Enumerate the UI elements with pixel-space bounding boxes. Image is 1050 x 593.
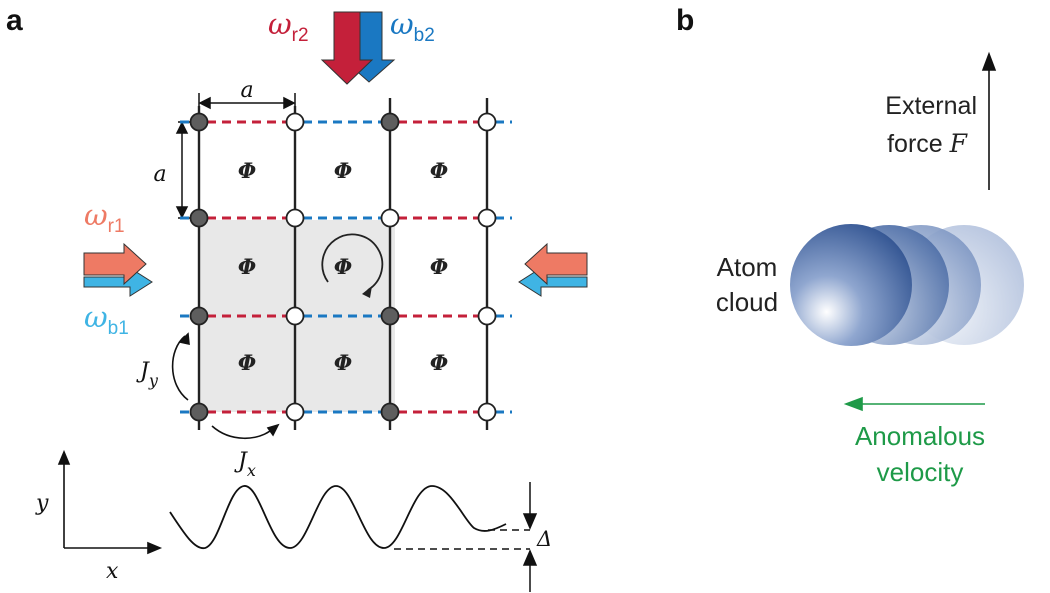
flux-label: Φ <box>238 254 256 279</box>
site-empty <box>477 208 497 228</box>
atom-cloud-spheres <box>790 224 1024 346</box>
atom-label-line1: Atom <box>717 252 778 282</box>
site-empty <box>285 208 305 228</box>
flux-label: Φ <box>334 254 352 279</box>
spacing-label-vertical: a <box>153 162 166 187</box>
site-empty <box>285 402 305 422</box>
jy-label: Jy <box>136 359 159 390</box>
site-empty <box>477 112 497 132</box>
flux-label: Φ <box>334 350 352 375</box>
jx-label: Jx <box>234 449 256 480</box>
flux-label: Φ <box>430 254 448 279</box>
site-filled <box>189 306 209 326</box>
anomalous-label-line1: Anomalous <box>855 421 985 451</box>
beam-arrows-right <box>518 242 588 297</box>
site-empty <box>285 112 305 132</box>
flux-label: Φ <box>334 158 352 183</box>
flux-label: Φ <box>430 158 448 183</box>
spacing-markers <box>175 93 296 219</box>
site-empty <box>477 402 497 422</box>
panel-b-label: b <box>676 4 694 37</box>
flux-labels: Φ Φ Φ Φ Φ Φ Φ Φ Φ <box>238 158 448 375</box>
beam-arrows-left <box>83 242 153 297</box>
site-filled <box>380 402 400 422</box>
site-filled <box>380 112 400 132</box>
force-arrow-icon <box>981 51 997 190</box>
flux-label: Φ <box>238 158 256 183</box>
site-empty <box>285 306 305 326</box>
site-filled <box>189 402 209 422</box>
lattice-sites <box>189 112 497 422</box>
x-axis-label: x <box>106 559 119 584</box>
site-filled <box>380 306 400 326</box>
atom-label-line2: cloud <box>716 287 778 317</box>
force-label-line1: External <box>885 92 977 120</box>
energy-offset-indicator <box>394 482 538 592</box>
panel-a-label: a <box>6 4 23 37</box>
force-label-line2: force F <box>887 129 969 158</box>
coordinate-axes <box>57 449 163 555</box>
site-empty <box>477 306 497 326</box>
site-filled <box>189 112 209 132</box>
omega-r2-label: ωr2 <box>268 7 309 46</box>
beam-arrows-top <box>320 11 396 85</box>
vertical-bonds <box>197 98 489 430</box>
potential-wave <box>169 485 507 549</box>
flux-label: Φ <box>430 350 448 375</box>
spacing-label-horizontal: a <box>240 78 253 103</box>
y-axis-label: y <box>35 491 49 516</box>
site-empty <box>380 208 400 228</box>
omega-r1-label: ωr1 <box>84 198 125 237</box>
flux-label: Φ <box>238 350 256 375</box>
offset-label: Δ <box>536 527 552 551</box>
anomalous-velocity-arrow-icon <box>843 396 985 412</box>
anomalous-label-line2: velocity <box>877 457 964 487</box>
circulation-arrow-icon <box>321 233 384 298</box>
tunneling-arrows <box>171 332 280 439</box>
omega-b2-label: ωb2 <box>390 7 435 46</box>
omega-b1-label: ωb1 <box>84 300 129 339</box>
site-filled <box>189 208 209 228</box>
